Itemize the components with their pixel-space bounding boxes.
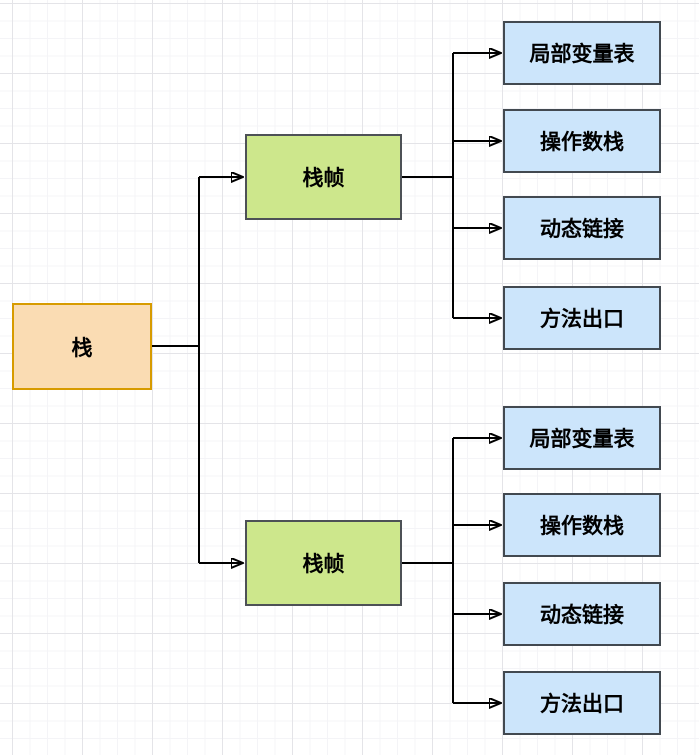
node-method-exit-2[interactable]: 方法出口: [503, 671, 661, 735]
node-operand-stack-2-label: 操作数栈: [540, 515, 624, 538]
node-method-exit-1[interactable]: 方法出口: [503, 286, 661, 350]
node-stack-frame-1-label: 栈帧: [302, 167, 345, 190]
node-operand-stack-1[interactable]: 操作数栈: [503, 109, 661, 173]
node-dynamic-linking-2[interactable]: 动态链接: [503, 582, 661, 646]
node-method-exit-1-label: 方法出口: [540, 308, 624, 331]
edge-stack-trunk[interactable]: [152, 177, 200, 563]
node-stack-frame-2[interactable]: 栈帧: [245, 520, 402, 606]
node-local-variable-table-2-label: 局部变量表: [529, 428, 635, 451]
node-dynamic-linking-2-label: 动态链接: [540, 604, 624, 627]
node-local-variable-table-1-label: 局部变量表: [529, 43, 635, 66]
node-stack-label: 栈: [71, 336, 93, 360]
node-operand-stack-2[interactable]: 操作数栈: [503, 493, 661, 557]
node-stack-frame-2-label: 栈帧: [302, 553, 345, 576]
edge-frame2-trunk[interactable]: [402, 438, 454, 703]
edge-frame1-trunk[interactable]: [402, 53, 454, 318]
node-dynamic-linking-1-label: 动态链接: [540, 218, 624, 241]
node-operand-stack-1-label: 操作数栈: [540, 131, 624, 154]
node-stack[interactable]: 栈: [12, 303, 152, 390]
node-method-exit-2-label: 方法出口: [540, 693, 624, 716]
node-local-variable-table-1[interactable]: 局部变量表: [503, 21, 661, 85]
node-stack-frame-1[interactable]: 栈帧: [245, 134, 402, 220]
node-dynamic-linking-1[interactable]: 动态链接: [503, 196, 661, 260]
node-local-variable-table-2[interactable]: 局部变量表: [503, 406, 661, 470]
